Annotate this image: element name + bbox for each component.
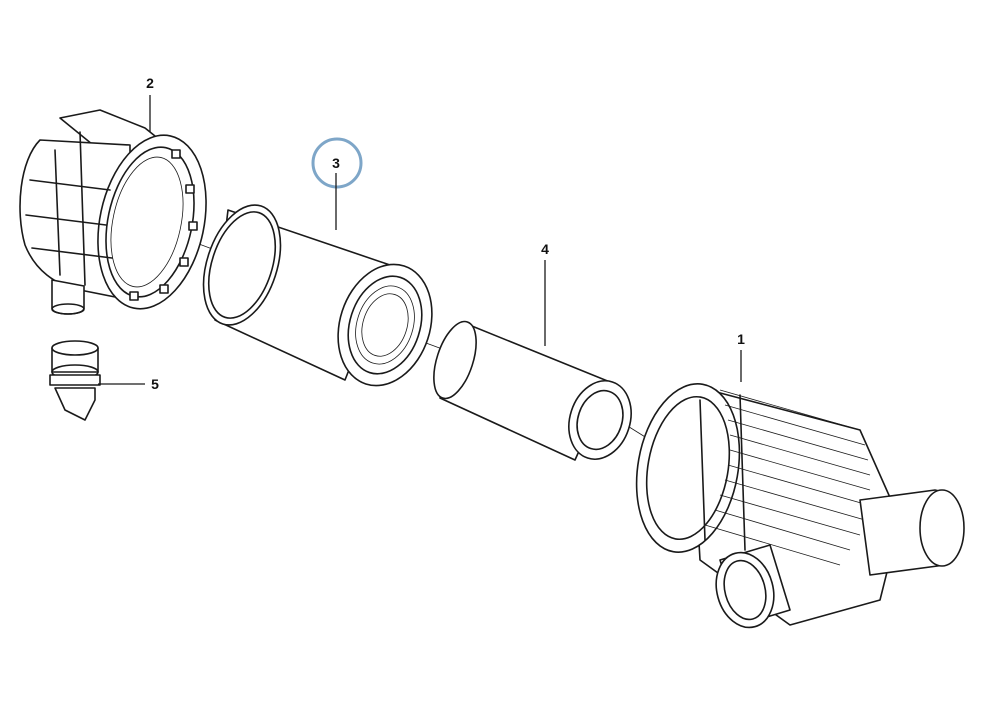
callout-2: 2 xyxy=(146,75,154,132)
callout-4-label: 4 xyxy=(541,241,549,257)
callout-3: 3 xyxy=(311,137,363,230)
highlight-ring xyxy=(311,137,363,189)
part-2-housing-cap xyxy=(19,109,207,315)
part-3-main-filter xyxy=(202,204,433,387)
callout-5-label: 5 xyxy=(151,376,159,392)
callout-1: 1 xyxy=(737,331,745,382)
part-1-housing xyxy=(635,383,965,629)
callout-3-label: 3 xyxy=(332,155,340,171)
callout-2-label: 2 xyxy=(146,75,154,91)
part-4-safety-filter xyxy=(433,320,632,461)
callout-4: 4 xyxy=(541,241,549,346)
part-5-valve xyxy=(49,340,101,421)
callout-5: 5 xyxy=(98,376,159,392)
callout-1-label: 1 xyxy=(737,331,745,347)
